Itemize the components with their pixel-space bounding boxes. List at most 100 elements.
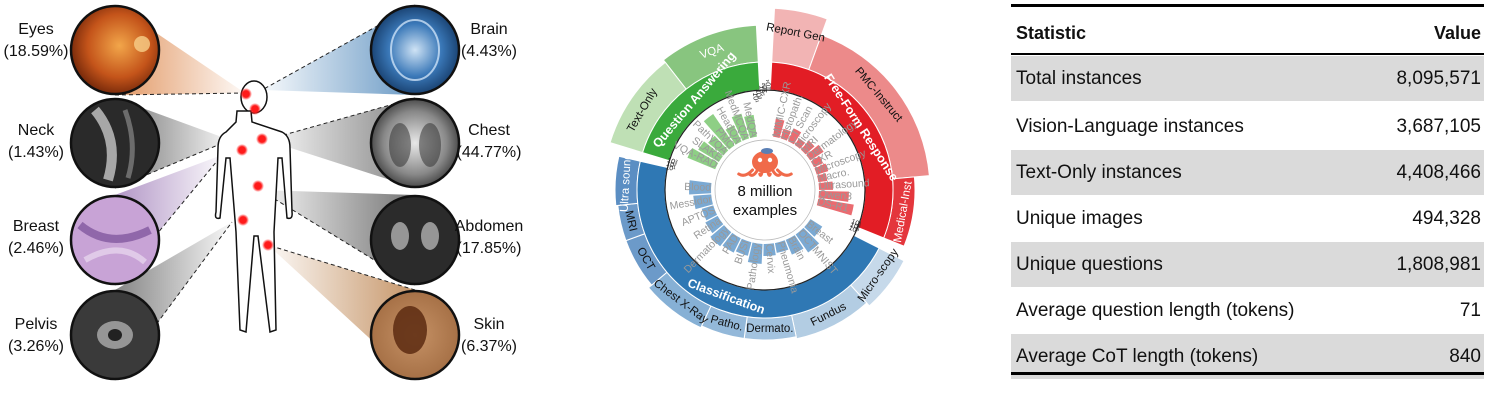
label-chest: Chest [468, 122, 510, 139]
source-bar [795, 227, 820, 253]
abdomen-image [369, 194, 461, 286]
source-bar [744, 114, 757, 139]
scale-label: 10² [849, 222, 862, 233]
source-bar [816, 198, 854, 216]
brain-image [369, 4, 461, 96]
label-brain: Brain [470, 21, 507, 38]
source-bar [804, 219, 823, 237]
table-top-rule [1011, 4, 1484, 7]
table-header-rule [1011, 53, 1484, 55]
source-label: Qwen3 [818, 188, 852, 203]
source-bar [773, 118, 785, 139]
source-bar [689, 180, 712, 195]
scale-label: 10² [762, 82, 769, 93]
source-label: Blood [684, 181, 711, 194]
source-bar [806, 144, 824, 161]
row-label: Vision-Language instances [1016, 116, 1244, 137]
pct-chest: (44.77%) [457, 144, 522, 161]
pct-abdomen: (17.85%) [457, 240, 522, 257]
row-value: 8,095,571 [1396, 68, 1481, 89]
pct-breast: (2.46%) [8, 240, 64, 257]
table-row: Text-Only instances 4,408,466 [1011, 150, 1484, 195]
scale-label: 10¹ [751, 92, 759, 103]
row-value: 840 [1449, 346, 1481, 367]
label-neck: Neck [18, 122, 55, 139]
source-bar [787, 128, 802, 145]
chest-image [369, 97, 461, 189]
outer-label: Dermato. [746, 323, 793, 335]
source-bar [763, 243, 776, 256]
scale-label: 10³ [754, 89, 762, 100]
label-skin: Skin [473, 316, 504, 333]
table-header-row: Statistic Value [1011, 14, 1484, 52]
source-bar [810, 156, 824, 168]
outer-label: Ultra sound [619, 153, 634, 212]
scale-label: 10⁵ [758, 85, 765, 96]
header-statistic: Statistic [1016, 23, 1087, 43]
header-value: Value [1433, 23, 1481, 43]
source-bar [701, 205, 718, 221]
pct-eyes: (18.59%) [4, 43, 69, 60]
row-value: 3,687,105 [1396, 116, 1481, 137]
human-silhouette-icon [214, 80, 293, 334]
scale-label: 10³ [666, 157, 678, 167]
center-disc [714, 139, 816, 241]
source-bar [747, 242, 763, 264]
center-line2: examples [733, 202, 797, 219]
source-label: Cervix [763, 243, 777, 274]
source-bar [785, 235, 804, 255]
source-bar [817, 173, 828, 183]
source-bar [687, 148, 719, 170]
row-label: Average question length (tokens) [1016, 300, 1295, 321]
center-line1: 8 million [737, 183, 792, 200]
source-bar [731, 113, 750, 141]
source-bar [705, 215, 724, 234]
source-bar [735, 238, 752, 256]
source-label: Ultrasound [818, 177, 870, 192]
label-pelvis: Pelvis [15, 316, 58, 333]
source-bar [818, 191, 849, 202]
scale-label: 10⁴ [765, 79, 772, 90]
table-bottom-rule [1011, 372, 1484, 375]
source-bar [698, 141, 723, 163]
source-bar [780, 128, 791, 141]
row-label: Total instances [1016, 68, 1142, 89]
statistics-table: Statistic Value Total instances 8,095,57… [1008, 0, 1491, 407]
scale-label: 10¹ [850, 218, 863, 228]
figure-canvas: Eyes (18.59%) Neck (1.43%) Breast (2.46%… [4, 4, 930, 381]
table-row: Total instances 8,095,571 [1011, 56, 1484, 101]
pct-skin: (6.37%) [461, 338, 517, 355]
scale-label: 10³ [847, 225, 860, 236]
scale-label: 10² [665, 161, 677, 171]
source-bar [693, 194, 713, 210]
source-bar [794, 138, 806, 149]
octopus-mascot-icon [737, 148, 793, 177]
pct-neck: (1.43%) [8, 144, 64, 161]
row-value: 1,808,981 [1396, 254, 1481, 275]
table-row: Unique questions 1,808,981 [1011, 242, 1484, 287]
table-row: Vision-Language instances 3,687,105 [1011, 104, 1484, 149]
source-bar [814, 163, 829, 175]
table-row: Average question length (tokens) 71 [1011, 288, 1484, 333]
row-value: 494,328 [1412, 208, 1481, 229]
source-bar [703, 114, 735, 150]
label-abdomen: Abdomen [455, 218, 524, 235]
outer-label: MRI [622, 209, 638, 232]
row-label: Average CoT length (tokens) [1016, 346, 1259, 367]
row-label: Unique questions [1016, 254, 1163, 275]
label-breast: Breast [13, 218, 60, 235]
row-value: 71 [1459, 300, 1481, 321]
source-bar [710, 225, 732, 247]
row-label: Unique images [1016, 208, 1143, 229]
source-bar [708, 135, 729, 156]
source-bar [774, 240, 789, 253]
row-label: Text-Only instances [1016, 162, 1182, 183]
anatomy-panel: Eyes (18.59%) Neck (1.43%) Breast (2.46%… [4, 4, 524, 381]
source-bar [800, 140, 815, 155]
neck-image [69, 97, 161, 189]
pct-brain: (4.43%) [461, 43, 517, 60]
pct-pelvis: (3.26%) [8, 338, 64, 355]
breast-image [69, 194, 161, 286]
table-row: Average CoT length (tokens) 840 [1011, 334, 1484, 379]
source-bar [818, 181, 833, 190]
